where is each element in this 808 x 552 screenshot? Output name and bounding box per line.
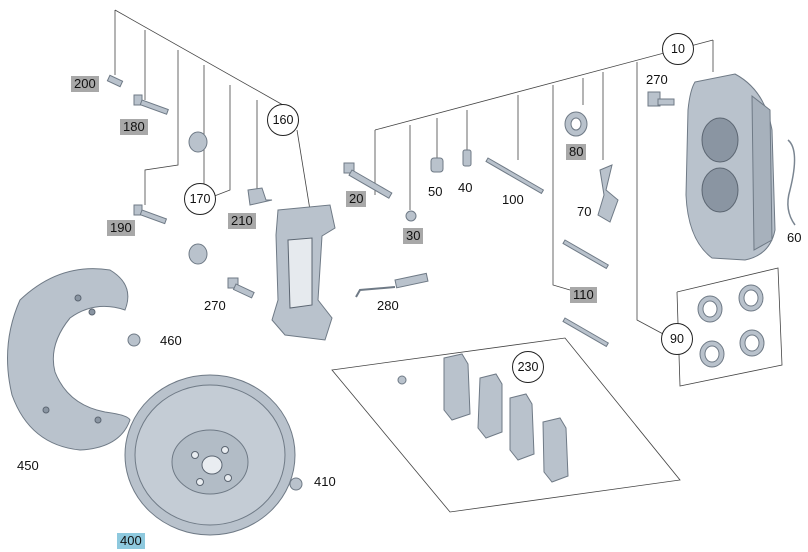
part-label-210: 210 [228,213,256,229]
part-label-70: 70 [577,204,592,219]
part-label-270-left: 270 [204,298,226,313]
part-label-10: 10 [662,33,694,65]
part-label-200: 200 [71,76,99,92]
part-label-40: 40 [458,180,473,195]
part-label-170: 170 [184,183,216,215]
part-label-180: 180 [120,119,148,135]
dust-shield-illustration [7,268,131,451]
part-label-80: 80 [566,144,587,160]
part-label-110: 110 [570,287,597,303]
part-label-160: 160 [267,104,299,136]
part-label-230: 230 [512,351,544,383]
part-label-280: 280 [377,298,399,313]
piston-seals-illustration [697,284,765,368]
part-label-60: 60 [787,230,802,245]
part-label-190: 190 [107,220,135,236]
part-label-450: 450 [17,458,39,473]
part-label-410: 410 [314,474,336,489]
part-label-20: 20 [346,191,367,207]
brake-disc-illustration [124,374,296,536]
part-label-460: 460 [160,333,182,348]
part-label-90: 90 [661,323,693,355]
caliper-illustration [685,73,776,261]
part-label-50: 50 [428,184,443,199]
caliper-bracket-illustration [271,204,336,341]
part-label-100: 100 [502,192,524,207]
part-label-30: 30 [403,228,424,244]
part-label-270-right: 270 [646,72,668,87]
part-label-400: 400 [117,533,145,549]
brake-pads-illustration [443,353,569,483]
leader-lines [114,9,783,513]
small-parts [106,74,796,491]
